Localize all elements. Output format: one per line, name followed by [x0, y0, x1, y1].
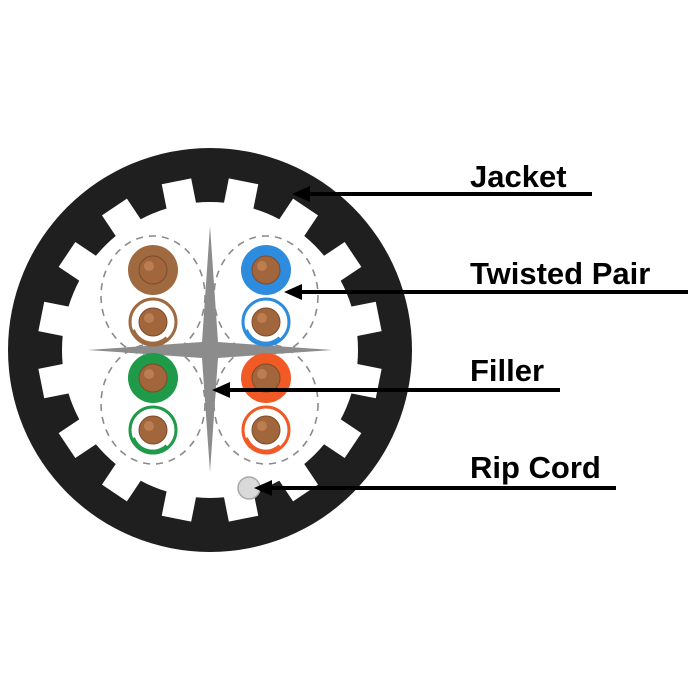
filler-callout: Filler — [212, 353, 560, 398]
brown-pair-bottom-copper-core — [138, 307, 168, 337]
separator-tooth — [58, 241, 111, 291]
brown-pair — [128, 245, 178, 347]
rip-cord-arrowhead — [254, 480, 272, 496]
blue-pair — [241, 245, 291, 347]
separator-tooth — [309, 409, 362, 459]
rip-cord-callout: Rip Cord — [254, 450, 616, 496]
brown-pair-copper-highlight — [144, 261, 154, 271]
orange-pair-bottom-copper-core — [251, 415, 281, 445]
blue-pair-top-copper-core — [251, 255, 281, 285]
orange-pair-top-copper-core — [251, 363, 281, 393]
green-pair — [128, 353, 178, 455]
separator-tooth — [58, 409, 111, 459]
filler-label: Filler — [470, 353, 544, 388]
separator-tooth — [161, 178, 200, 226]
green-pair-stripe — [131, 437, 169, 454]
separator-tooth — [38, 360, 86, 399]
jacket-callout: Jacket — [292, 159, 592, 202]
separator-tooth — [101, 198, 151, 251]
blue-pair-stripe — [244, 329, 282, 346]
brown-pair-copper-highlight — [144, 313, 154, 323]
twisted-pair-label: Twisted Pair — [470, 256, 650, 291]
twisted-pairs — [128, 245, 291, 455]
twisted-pair-arrowhead — [284, 284, 302, 300]
green-pair-copper-highlight — [144, 369, 154, 379]
jacket-label: Jacket — [470, 159, 567, 194]
orange-pair-stripe — [244, 437, 282, 454]
blue-pair-copper-highlight — [257, 261, 267, 271]
separator-tooth — [220, 178, 259, 226]
orange-pair-copper-highlight — [257, 421, 267, 431]
separator-tooth — [334, 301, 382, 340]
filler-cross — [88, 226, 332, 472]
brown-pair-stripe — [131, 329, 169, 346]
separator-tooth — [309, 241, 362, 291]
separator-teeth — [38, 178, 382, 522]
separator-tooth — [269, 198, 319, 251]
green-pair-bottom-copper-core — [138, 415, 168, 445]
separator-tooth — [161, 474, 200, 522]
green-pair-copper-highlight — [144, 421, 154, 431]
blue-pair-bottom-copper-core — [251, 307, 281, 337]
green-pair-top-copper-core — [138, 363, 168, 393]
orange-pair-copper-highlight — [257, 369, 267, 379]
blue-pair-copper-highlight — [257, 313, 267, 323]
separator-tooth — [38, 301, 86, 340]
filler-arrowhead — [212, 382, 230, 398]
brown-pair-top-copper-core — [138, 255, 168, 285]
separator-tooth — [101, 449, 151, 502]
jacket-arrowhead — [292, 186, 310, 202]
brown-pair-outline — [100, 235, 206, 357]
rip-cord-label: Rip Cord — [470, 450, 601, 485]
twisted-pair-callout: Twisted Pair — [284, 256, 688, 300]
callouts: Jacket Twisted Pair Filler Rip Cord — [212, 159, 688, 496]
